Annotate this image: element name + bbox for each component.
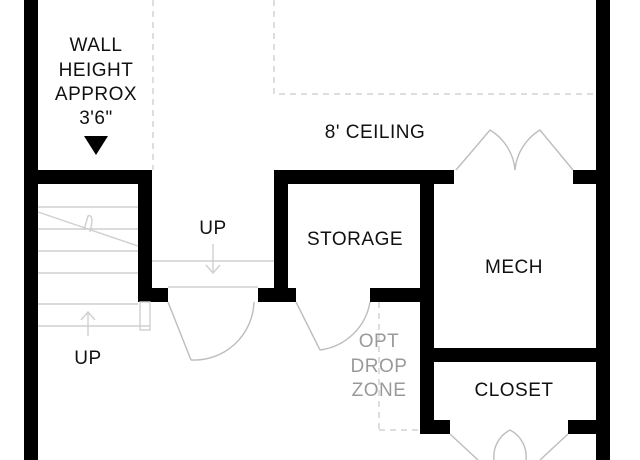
drop-zone-line-1: OPT [359,331,400,352]
wall-note-line-2: HEIGHT [59,60,134,81]
wall-note-line-4: 3'6" [79,108,113,129]
ceiling-label: 8' CEILING [325,122,426,143]
stair-break-squiggle [83,214,93,233]
hall-up-label: UP [199,218,226,239]
stair-right-wall [138,170,152,300]
storage-bottom-right-wall [370,288,434,302]
stair-door-swing [190,301,255,361]
walls [24,0,610,460]
up-arrow-head [80,310,96,321]
left-outer-wall [24,0,38,460]
stairs [37,206,151,336]
ceiling-outline-dashed [273,0,598,95]
storage-left-wall [274,170,288,300]
optional-drop-zone-label: OPT DROP ZONE [351,331,408,401]
hall-up-arrow-head [205,264,221,275]
wall-height-note: WALL HEIGHT APPROX 3'6" [55,35,137,155]
storage-bottom-left-stub [258,288,296,302]
closet-bottom-right-stub [568,420,610,434]
mech-top-right-stub [573,170,610,184]
wall-note-line-1: WALL [69,35,122,56]
mech-door-left-leaf [455,129,516,171]
hall-steps [152,244,274,288]
closet-door-right-leaf [539,433,569,460]
wall-note-line-3: APPROX [55,84,137,105]
drop-zone-line-3: ZONE [352,380,407,401]
storage-door-swing [319,301,371,351]
storage-top-wall [274,170,454,184]
closet-room-label: CLOSET [474,380,553,401]
storage-door-leaf [295,301,321,351]
stair-break-line [37,211,139,247]
closet-bottom-left-stub [420,420,450,434]
dashed-outlines [152,0,598,431]
stair-top-wall [24,170,152,184]
mech-room-label: MECH [485,257,543,278]
mech-door-right-leaf [514,129,574,171]
right-outer-wall [596,0,610,460]
closet-top-wall [420,348,610,362]
mech-left-wall [420,170,434,430]
stair-bottom-stub [138,288,168,302]
down-triangle-icon [84,136,108,155]
stair-door-leaf [167,301,192,361]
drop-zone-line-2: DROP [351,356,408,377]
storage-room-label: STORAGE [307,229,403,250]
stairs-up-label: UP [74,348,101,369]
closet-door-swing [493,429,527,460]
closet-door-left-leaf [449,433,479,460]
stair-newel-post [139,301,151,331]
doors [167,129,574,460]
